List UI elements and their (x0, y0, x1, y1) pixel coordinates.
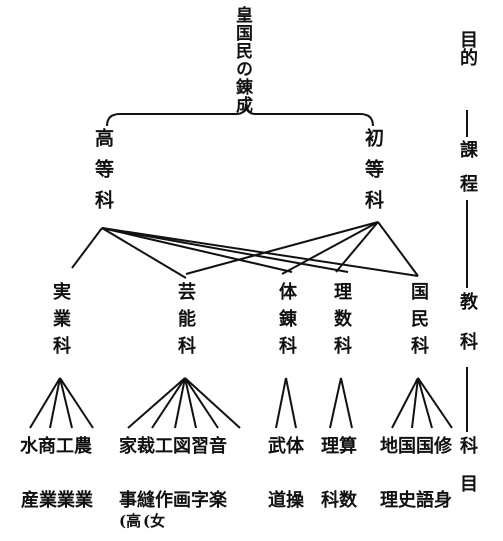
subjects-science: 理算 (321, 436, 357, 457)
subjects-practical: 水商工農 (20, 436, 92, 457)
fan-national-4 (417, 377, 453, 429)
fan-arts-1 (127, 377, 186, 429)
line-higher-practical (71, 227, 103, 269)
bottom-char: 操 (286, 490, 304, 511)
bottom-char: 数 (339, 490, 357, 511)
subjects-bottom-science: 科数 (321, 486, 357, 512)
subjects-bottom-arts: 事縫作画字楽 (119, 486, 227, 512)
bottom-char: 事 (119, 490, 137, 511)
fan-practical-4 (59, 377, 94, 429)
bottom-char: 業 (75, 490, 93, 511)
fan-physical-1 (275, 377, 287, 429)
bottom-char: 理 (380, 490, 398, 511)
group-national: 国民科 (408, 282, 429, 363)
fan-practical-2 (49, 377, 61, 429)
side-label-subject-group: 教科 (457, 292, 478, 372)
line-elementary-arts (185, 221, 379, 275)
bottom-char: 字 (191, 490, 209, 511)
bottom-char: 業 (57, 490, 75, 511)
group-practical: 実業科 (50, 282, 71, 363)
fan-arts-5 (184, 377, 219, 429)
bottom-char: 産 (21, 490, 39, 511)
fan-physical-2 (285, 377, 297, 429)
line-elementary-science (335, 221, 379, 273)
bottom-char: 縫 (137, 490, 155, 511)
fan-science-1 (329, 377, 342, 429)
goal-brace (106, 103, 374, 127)
fan-practical-1 (29, 377, 61, 429)
fan-arts-4 (184, 377, 197, 429)
bottom-char: 語 (416, 490, 434, 511)
subjects-physical: 武体 (268, 436, 304, 457)
note-female-only: (女 (143, 512, 166, 530)
course-higher: 高等科 (92, 128, 114, 221)
subjects-national: 地国国修 (380, 436, 452, 457)
fan-science-2 (340, 377, 353, 429)
line-higher-science (101, 227, 349, 273)
bottom-char: 画 (173, 490, 191, 511)
side-label-subject: 科目 (457, 436, 478, 512)
line-higher-arts (101, 227, 187, 279)
fan-national-2 (411, 377, 419, 429)
subjects-arts: 家裁工図習音 (119, 436, 227, 457)
line-elementary-national (377, 221, 419, 277)
group-physical: 体錬科 (276, 282, 297, 363)
bottom-char: 科 (321, 490, 339, 511)
fan-arts-3 (174, 377, 186, 429)
side-label-course: 課程 (457, 140, 478, 208)
fan-arts-2 (151, 377, 186, 429)
fan-national-3 (417, 377, 433, 429)
bottom-char: 道 (268, 490, 286, 511)
bottom-char: 身 (434, 490, 452, 511)
bottom-char: 楽 (209, 490, 227, 511)
subjects-bottom-physical: 道操 (268, 486, 304, 512)
group-science: 理数科 (331, 282, 352, 363)
group-arts: 芸能科 (175, 282, 196, 363)
subjects-bottom-national: 理史語身 (380, 486, 452, 512)
fan-practical-3 (59, 377, 73, 429)
line-higher-physical (101, 227, 293, 273)
bottom-char: 業 (39, 490, 57, 511)
bottom-char: 史 (398, 490, 416, 511)
line-elementary-physical (281, 221, 379, 275)
side-label-goal: 目的 (457, 30, 478, 66)
fan-arts-6 (184, 377, 241, 429)
subjects-bottom-practical: 産業業業 (21, 486, 93, 512)
course-elementary: 初等科 (362, 128, 384, 221)
goal-text: 皇国民の錬成 (232, 6, 252, 114)
note-higher-only: (高 (119, 512, 142, 530)
bottom-char: 作 (155, 490, 173, 511)
line-higher-national (101, 227, 419, 277)
fan-national-1 (391, 377, 419, 429)
